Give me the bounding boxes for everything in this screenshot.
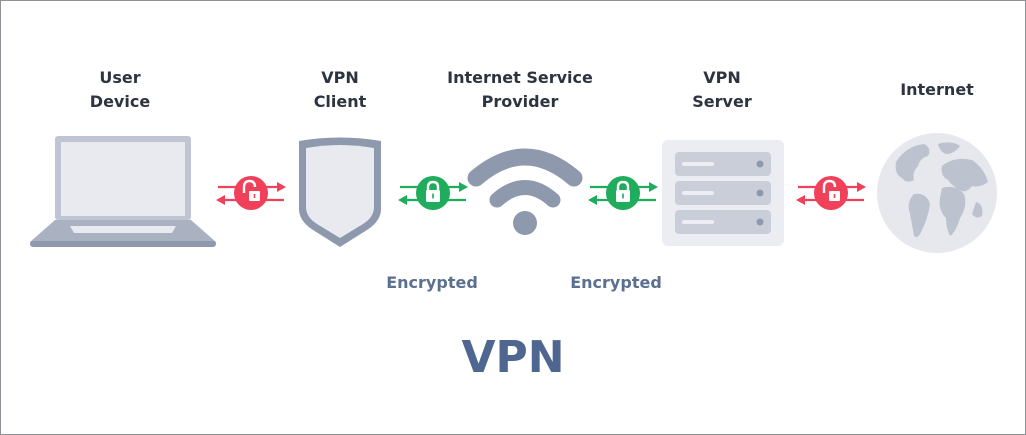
- diagram-title: VPN: [461, 332, 565, 383]
- link-encrypted-2: [588, 176, 658, 210]
- label-user-device: User Device: [20, 66, 220, 114]
- label-line: Device: [89, 92, 151, 111]
- label-line: Internet Service: [447, 68, 593, 87]
- label-vpn-server: VPN Server: [622, 66, 822, 114]
- label-line: Client: [313, 92, 367, 111]
- wifi-icon: [467, 148, 583, 235]
- label-line: VPN: [321, 68, 359, 87]
- shield-icon: [299, 137, 381, 247]
- label-line: VPN: [703, 68, 741, 87]
- link-unencrypted-2: [796, 176, 866, 210]
- link-unencrypted-1: [216, 176, 286, 210]
- label-internet: Internet: [837, 78, 1026, 102]
- link-encrypted-1: [398, 176, 468, 210]
- label-line: Provider: [481, 92, 559, 111]
- server-icon: [662, 140, 784, 246]
- label-line: User: [99, 68, 141, 87]
- globe-icon: [877, 133, 997, 253]
- label-line: Server: [692, 92, 752, 111]
- label-line: Internet: [900, 80, 974, 99]
- label-vpn-client: VPN Client: [240, 66, 440, 114]
- encrypted-caption-1: Encrypted: [386, 273, 478, 292]
- encrypted-caption-2: Encrypted: [570, 273, 662, 292]
- label-isp: Internet Service Provider: [420, 66, 620, 114]
- laptop-icon: [30, 136, 216, 247]
